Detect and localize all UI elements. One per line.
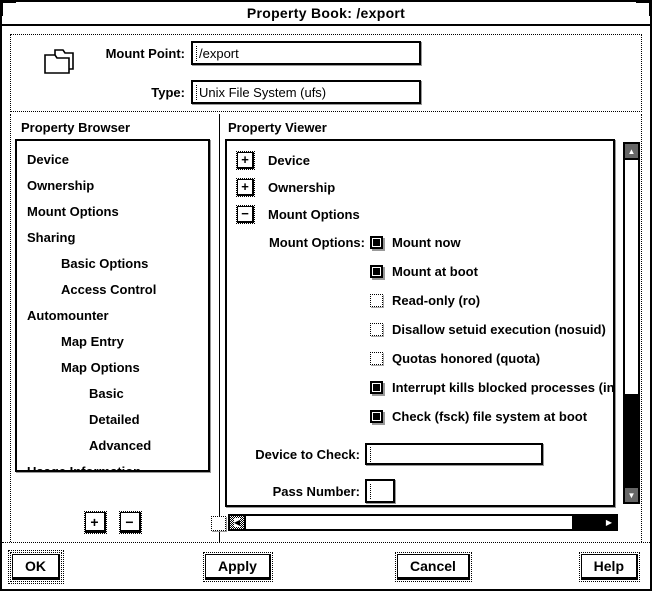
text-caret	[196, 84, 198, 100]
checkbox-row-quotas-honored-quota: Quotas honored (quota)	[227, 344, 613, 373]
checkbox-row-mount-now: Mount Options: Mount now	[227, 228, 613, 257]
browser-item-basic-options[interactable]: Basic Options	[61, 256, 149, 271]
browser-item-basic[interactable]: Basic	[89, 386, 124, 401]
vertical-scroll-trough[interactable]	[624, 395, 639, 487]
device-to-check-field[interactable]	[365, 443, 543, 465]
checkbox-label: Read-only (ro)	[392, 293, 481, 308]
resize-corner-top-right-icon[interactable]	[636, 0, 652, 16]
vertical-scroll-thumb[interactable]	[624, 159, 639, 396]
scroll-left-glyph: ◀	[233, 518, 241, 527]
checkbox-quotas-honored-quota[interactable]	[370, 352, 383, 365]
browser-item-detailed[interactable]: Detailed	[89, 412, 140, 427]
window-title: Property Book: /export	[246, 5, 406, 21]
browser-item-advanced[interactable]: Advanced	[89, 438, 152, 453]
header-panel: Mount Point: /export Type: Unix File Sys…	[10, 34, 642, 112]
expand-toggle-icon[interactable]: +	[236, 151, 255, 170]
text-caret	[196, 45, 198, 61]
browser-item-ownership[interactable]: Ownership	[27, 178, 95, 193]
help-button[interactable]: Help	[578, 552, 641, 582]
titlebar[interactable]: Property Book: /export	[2, 2, 650, 26]
viewer-horizontal-scrollbar[interactable]: ◀ ▶	[228, 514, 618, 531]
horizontal-scroll-thumb[interactable]	[245, 515, 573, 530]
browser-item-access-control[interactable]: Access Control	[61, 282, 157, 297]
property-viewer: +Device+Ownership−Mount Options Mount Op…	[225, 139, 615, 507]
panel-divider	[219, 114, 220, 544]
browser-item-map-options[interactable]: Map Options	[61, 360, 140, 375]
horizontal-scroll-trough[interactable]	[572, 515, 601, 530]
checkbox-mount-now[interactable]	[370, 236, 383, 249]
viewer-tree: +Device+Ownership−Mount Options	[227, 141, 613, 228]
tree-node-label: Device	[268, 153, 310, 168]
folder-icon	[41, 47, 79, 82]
expand-toggle-icon[interactable]: +	[236, 178, 255, 197]
type-value: Unix File System (ufs)	[199, 84, 327, 100]
divider-sash-handle[interactable]	[211, 516, 226, 531]
tree-node-label: Ownership	[268, 180, 336, 195]
mount-point-field[interactable]: /export	[191, 41, 421, 65]
default-button-ring: OK	[8, 550, 64, 584]
type-field[interactable]: Unix File System (ufs)	[191, 80, 421, 104]
checkbox-row-interrupt-kills-blocked-processes-intr: Interrupt kills blocked processes (intr)	[227, 373, 613, 402]
browser-item-usage-information[interactable]: Usage Information	[27, 464, 142, 472]
text-caret	[370, 446, 372, 462]
tree-node-label: Mount Options	[268, 207, 360, 222]
mount-point-label: Mount Point:	[105, 45, 185, 61]
checkbox-row-disallow-setuid-execution-nosuid: Disallow setuid execution (nosuid)	[227, 315, 613, 344]
checkbox-row-read-only-ro: Read-only (ro)	[227, 286, 613, 315]
vertical-scroll-track[interactable]	[624, 159, 639, 487]
checkbox-row-check-fsck-file-system-at-boot: Check (fsck) file system at boot	[227, 402, 613, 431]
browser-item-mount-options[interactable]: Mount Options	[27, 204, 119, 219]
footer: OK Apply Cancel Help	[2, 542, 650, 589]
checkbox-label: Check (fsck) file system at boot	[392, 409, 588, 424]
cancel-button[interactable]: Cancel	[395, 552, 472, 582]
checkbox-interrupt-kills-blocked-processes-intr[interactable]	[370, 381, 383, 394]
pass-number-field[interactable]	[365, 479, 395, 503]
browser-item-map-entry[interactable]: Map Entry	[61, 334, 124, 349]
checkbox-disallow-setuid-execution-nosuid[interactable]	[370, 323, 383, 336]
collapse-minus-button[interactable]: −	[118, 511, 142, 534]
browser-item-sharing[interactable]: Sharing	[27, 230, 76, 245]
browser-item-device[interactable]: Device	[27, 152, 69, 167]
collapse-toggle-icon[interactable]: −	[236, 205, 255, 224]
tree-node-device: + Device	[227, 147, 613, 174]
checkbox-label: Mount at boot	[392, 264, 478, 279]
device-to-check-label: Device to Check:	[255, 446, 360, 462]
checkbox-label: Disallow setuid execution (nosuid)	[392, 322, 606, 337]
browser-item-automounter[interactable]: Automounter	[27, 308, 109, 323]
checkbox-label: Quotas honored (quota)	[392, 351, 541, 366]
tree-node-ownership: + Ownership	[227, 174, 613, 201]
scroll-up-icon[interactable]: ▲	[624, 143, 639, 159]
scroll-right-icon[interactable]: ▶	[601, 515, 617, 530]
browser-list-controls: + −	[15, 511, 210, 534]
checkbox-row-mount-at-boot: Mount at boot	[227, 257, 613, 286]
expand-plus-button[interactable]: +	[83, 511, 107, 534]
mount-point-value: /export	[199, 45, 239, 61]
mount-options-group-label: Mount Options:	[268, 235, 365, 250]
checkbox-label: Mount now	[392, 235, 461, 250]
viewer-vertical-scrollbar[interactable]: ▲ ▼	[623, 142, 640, 504]
type-label: Type:	[151, 84, 185, 100]
horizontal-scroll-track[interactable]	[245, 515, 601, 530]
ok-button[interactable]: OK	[10, 552, 62, 582]
checkbox-read-only-ro[interactable]	[370, 294, 383, 307]
checkbox-check-fsck-file-system-at-boot[interactable]	[370, 410, 383, 423]
resize-corner-top-left-icon[interactable]	[0, 0, 16, 16]
checkbox-label: Interrupt kills blocked processes (intr)	[392, 380, 615, 395]
property-browser-title: Property Browser	[21, 120, 131, 135]
apply-button[interactable]: Apply	[203, 552, 273, 582]
property-viewer-title: Property Viewer	[228, 120, 327, 135]
checkbox-mount-at-boot[interactable]	[370, 265, 383, 278]
scroll-left-icon[interactable]: ◀	[229, 515, 245, 530]
scroll-down-icon[interactable]: ▼	[624, 487, 639, 503]
tree-node-mount-options: −Mount Options	[227, 201, 613, 228]
pass-number-label: Pass Number:	[272, 483, 360, 499]
text-caret	[370, 483, 372, 499]
